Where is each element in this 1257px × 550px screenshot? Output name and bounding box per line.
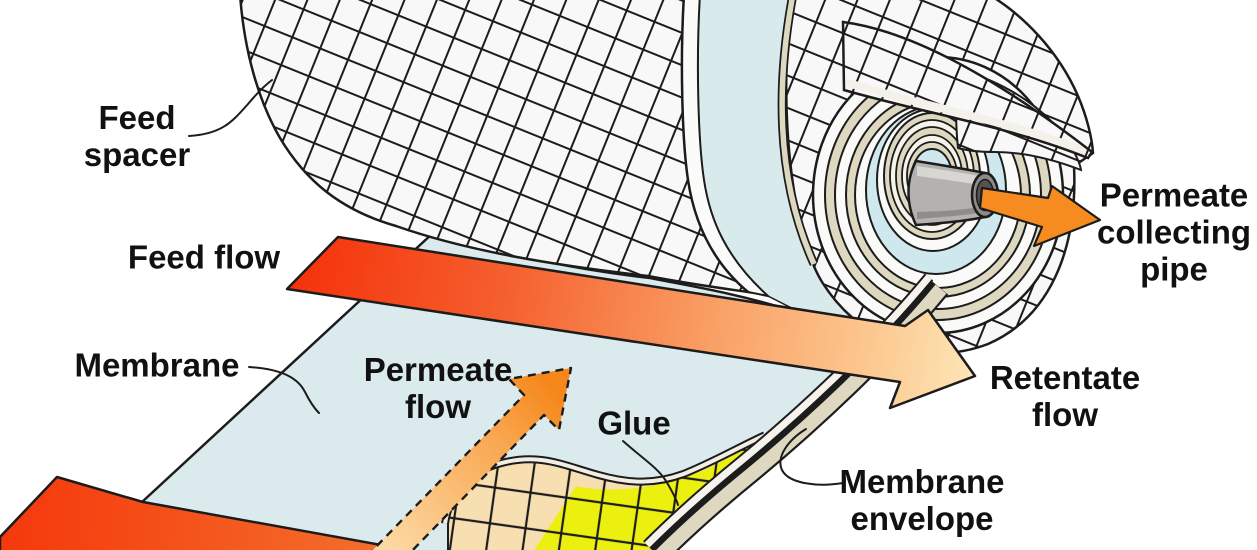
feed-spacer-leader (188, 79, 273, 137)
label-glue: Glue (597, 404, 671, 442)
label-permeate-flow: Permeate flow (363, 351, 513, 425)
label-membrane: Membrane (74, 346, 240, 384)
mesh-flap (841, 20, 1094, 160)
label-permeate-collecting-pipe: Permeate collecting pipe (1096, 176, 1252, 288)
membrane-envelope-leader (779, 428, 844, 486)
label-retentate-flow: Retentate flow (989, 359, 1141, 433)
membrane-leader (248, 366, 320, 414)
label-membrane-envelope: Membrane envelope (839, 463, 1005, 537)
label-feed-flow: Feed flow (127, 238, 281, 276)
envelope-winding-arc (777, 0, 819, 266)
label-feed-spacer: Feed spacer (83, 99, 191, 173)
glue-leader (622, 440, 679, 506)
permeate-out-arrow (978, 184, 1102, 248)
feed-flow-band-lower (0, 475, 416, 550)
feed-spacer-mesh (238, 0, 750, 294)
feed-retentate-arrow (285, 235, 977, 410)
permeate-flow-arrow (371, 366, 573, 550)
